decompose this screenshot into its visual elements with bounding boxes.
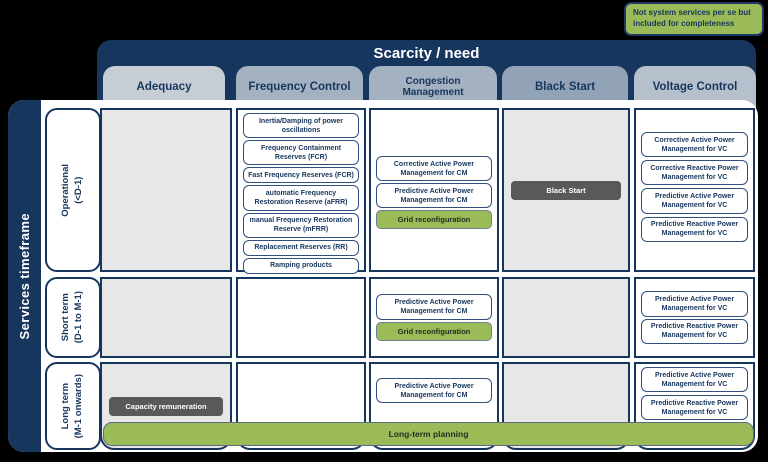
service-box: Inertia/Damping of power oscillations: [243, 113, 359, 139]
grid-reconfiguration-box: Grid reconfiguration: [376, 321, 492, 341]
cell-voltage-operational: Corrective Active Power Management for V…: [634, 108, 755, 272]
service-box: Corrective Active Power Management for V…: [641, 132, 748, 158]
service-box: manual Frequency Restoration Reserve (mF…: [243, 212, 359, 238]
capacity-remuneration-box: Capacity remuneration: [109, 396, 223, 416]
row-label-operational: Operational (<D-1): [45, 108, 101, 272]
scarcity-need-title: Scarcity / need: [373, 45, 480, 62]
long-term-planning-banner: Long-term planning: [103, 422, 754, 446]
row-label-operational-line1: Operational: [60, 163, 72, 217]
completeness-note: Not system services per se but included …: [624, 2, 764, 36]
service-box: Predictive Reactive Power Management for…: [641, 395, 748, 421]
row-label-long-term: Long term (M-1 onwards): [45, 362, 101, 450]
cell-adequacy-short-term: [100, 277, 232, 358]
service-box: Predictive Reactive Power Management for…: [641, 318, 748, 344]
services-timeframe-title: Services timeframe: [17, 212, 32, 340]
service-box: Replacement Reserves (RR): [243, 239, 359, 256]
service-box: Corrective Reactive Power Management for…: [641, 160, 748, 186]
cell-congestion-operational: Corrective Active Power Management for C…: [369, 108, 499, 272]
row-label-short-term-line1: Short term: [60, 293, 72, 342]
service-box: Predictive Active Power Management for C…: [376, 294, 492, 320]
cell-frequency-short-term: [236, 277, 366, 358]
service-box: Predictive Active Power Management for C…: [376, 378, 492, 404]
service-box: Frequency Containment Reserves (FCR): [243, 140, 359, 166]
row-label-long-term-line2: (M-1 onwards): [73, 373, 84, 439]
cell-frequency-operational: Inertia/Damping of power oscillations Fr…: [236, 108, 366, 275]
cell-blackstart-operational: Black Start: [502, 108, 630, 272]
cell-congestion-short-term: Predictive Active Power Management for C…: [369, 277, 499, 358]
service-box: Predictive Active Power Management for V…: [641, 291, 748, 317]
service-box: Predictive Active Power Management for V…: [641, 367, 748, 393]
row-label-operational-line2: (<D-1): [73, 176, 84, 204]
row-label-short-term-line2: (D-1 to M-1): [73, 291, 84, 344]
row-label-long-term-line1: Long term: [60, 382, 72, 430]
cell-blackstart-short-term: [502, 277, 630, 358]
service-box: Corrective Active Power Management for C…: [376, 156, 492, 182]
services-timeframe-axis: Services timeframe: [8, 100, 41, 452]
service-box: Predictive Reactive Power Management for…: [641, 216, 748, 242]
matrix-card: Services timeframe Operational (<D-1) Sh…: [8, 100, 758, 452]
black-start-box: Black Start: [511, 180, 621, 200]
cell-voltage-short-term: Predictive Active Power Management for V…: [634, 277, 755, 358]
service-box: Predictive Active Power Management for V…: [641, 188, 748, 214]
service-box: Fast Frequency Reserves (FCR): [243, 167, 359, 184]
service-box: automatic Frequency Restoration Reserve …: [243, 185, 359, 211]
grid-reconfiguration-box: Grid reconfiguration: [376, 210, 492, 230]
row-label-short-term: Short term (D-1 to M-1): [45, 277, 101, 358]
cell-adequacy-operational: [100, 108, 232, 272]
service-box: Ramping products: [243, 257, 359, 275]
service-box: Predictive Active Power Management for C…: [376, 183, 492, 209]
